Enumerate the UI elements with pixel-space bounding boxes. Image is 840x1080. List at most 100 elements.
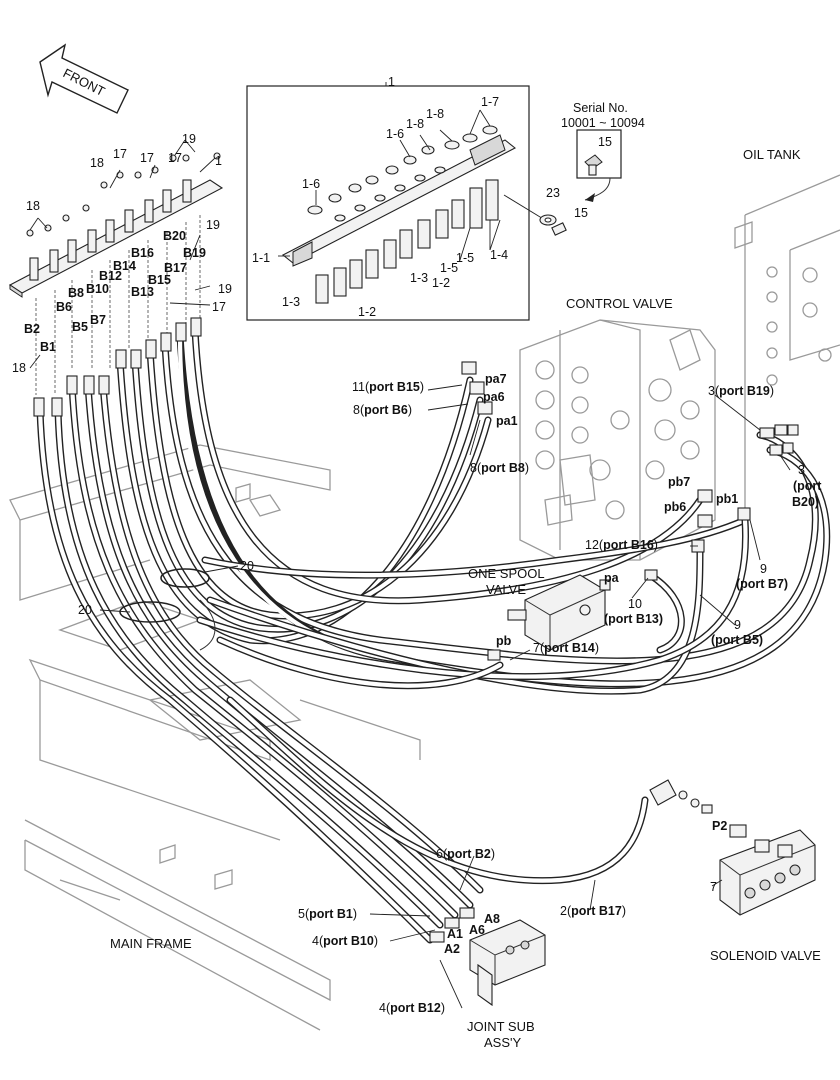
svg-text:6(port B2): 6(port B2)	[436, 847, 495, 861]
label-1-6-b: 1-6	[386, 127, 404, 141]
callout-12-port: port B16	[603, 538, 654, 552]
label-1-1: 1-1	[252, 251, 270, 265]
label-pb6: pb6	[664, 500, 686, 514]
callout-3a-num: 3	[708, 384, 715, 398]
label-A8: A8	[484, 912, 500, 926]
detail-box-label: 1	[388, 75, 395, 89]
svg-text:4(port B12): 4(port B12)	[379, 1001, 445, 1015]
callout-11-num: 11	[352, 380, 365, 394]
svg-text:7(port B14): 7(port B14)	[533, 641, 599, 655]
label-A2: A2	[444, 942, 460, 956]
svg-text:12(port B16): 12(port B16)	[585, 538, 658, 552]
label-20-b: 20	[78, 603, 92, 617]
label-19-c: 19	[218, 282, 232, 296]
callout-2-num: 2	[560, 904, 567, 918]
label-pa6: pa6	[483, 390, 505, 404]
label-B10: B10	[86, 282, 109, 296]
label-1-5-a: 1-5	[440, 261, 458, 275]
callout-3b-num: 3	[798, 463, 805, 477]
callout-9b-port: (port B5)	[711, 633, 763, 647]
label-B17: B17	[164, 261, 187, 275]
label-A1: A1	[447, 927, 463, 941]
label-1-6-a: 1-6	[302, 177, 320, 191]
label-B5: B5	[72, 320, 88, 334]
callout-7-num: 7	[533, 641, 540, 655]
callout-8a-num: 8	[353, 403, 360, 417]
label-18-b: 18	[26, 199, 40, 213]
label-15-b: 15	[574, 206, 588, 220]
label-B19: B19	[183, 246, 206, 260]
solenoid-valve-label: SOLENOID VALVE	[710, 948, 821, 963]
label-1: 1	[215, 154, 222, 168]
callout-6-num: 6	[436, 847, 443, 861]
callout-4b-port: port B12	[390, 1001, 441, 1015]
callout-7-port: port B14	[544, 641, 595, 655]
svg-text:8(port B8): 8(port B8)	[470, 461, 529, 475]
solenoid-valve	[649, 779, 816, 916]
label-23: 23	[546, 186, 560, 200]
svg-text:8(port B6): 8(port B6)	[353, 403, 412, 417]
serial-range: 10001 ~ 10094	[561, 116, 645, 130]
svg-text:5(port B1): 5(port B1)	[298, 907, 357, 921]
callout-8a-port: port B6	[364, 403, 408, 417]
label-B8: B8	[68, 286, 84, 300]
callout-4a-port: port B10	[323, 934, 374, 948]
callout-12-num: 12	[585, 538, 599, 552]
callout-9a-num: 9	[760, 562, 767, 576]
callout-3b-port-2: B20)	[792, 495, 819, 509]
label-18-c: 18	[12, 361, 26, 375]
callout-8b-port: port B8	[481, 461, 525, 475]
one-spool-valve-label-1: ONE SPOOL	[468, 566, 545, 581]
label-15-a: 15	[598, 135, 612, 149]
hose-bundle	[36, 326, 831, 944]
label-P2: P2	[712, 819, 727, 833]
callout-3a-port: port B19	[719, 384, 770, 398]
labels: 1-1 1-3 1-2 1-3 1-2 1-5 1-5 1-4 1-6 1-6 …	[12, 95, 822, 1050]
label-19-b: 19	[206, 218, 220, 232]
label-1-3-a: 1-3	[282, 295, 300, 309]
joint-sub-label-2: ASS'Y	[484, 1035, 521, 1050]
label-17-a: 17	[113, 147, 127, 161]
label-B6: B6	[56, 300, 72, 314]
label-B14: B14	[113, 259, 136, 273]
label-1-4: 1-4	[490, 248, 508, 262]
hose-clamp	[119, 568, 216, 651]
detail-box-1: 1	[246, 75, 546, 321]
label-20-a: 20	[240, 559, 254, 573]
svg-text:2(port B17): 2(port B17)	[560, 904, 626, 918]
label-1-2-b: 1-2	[432, 276, 450, 290]
callout-10-num: 10	[628, 597, 642, 611]
label-B15: B15	[148, 273, 171, 287]
label-pb7: pb7	[668, 475, 690, 489]
label-pa: pa	[604, 571, 620, 585]
serial-title: Serial No.	[573, 101, 628, 115]
label-19-a: 19	[182, 132, 196, 146]
label-18-a: 18	[90, 156, 104, 170]
oil-tank	[734, 174, 840, 520]
callout-8b-num: 8	[470, 461, 477, 475]
callout-10-port: (port B13)	[604, 612, 663, 626]
callout-6-port: port B2	[447, 847, 491, 861]
label-B1: B1	[40, 340, 56, 354]
label-17-c: 17	[168, 151, 182, 165]
label-A6: A6	[469, 923, 485, 937]
label-B13: B13	[131, 285, 154, 299]
callout-7s-num: 7	[710, 880, 717, 894]
label-B20: B20	[163, 229, 186, 243]
main-frame-label: MAIN FRAME	[110, 936, 192, 951]
callout-11-port: port B15	[369, 380, 420, 394]
label-B2: B2	[24, 322, 40, 336]
joint-sub-label-1: JOINT SUB	[467, 1019, 535, 1034]
svg-text:3(port B19): 3(port B19)	[708, 384, 774, 398]
label-pa1: pa1	[496, 414, 518, 428]
leader-lines	[29, 139, 791, 1009]
callout-9a-port: (port B7)	[736, 577, 788, 591]
oil-tank-label: OIL TANK	[743, 147, 801, 162]
callout-4a-num: 4	[312, 934, 319, 948]
callout-2-port: port B17	[571, 904, 622, 918]
one-spool-valve	[507, 574, 611, 651]
label-17-d: 17	[212, 300, 226, 314]
callout-3b-port-1: (port	[793, 479, 822, 493]
joint-sub-assy	[429, 907, 546, 1007]
